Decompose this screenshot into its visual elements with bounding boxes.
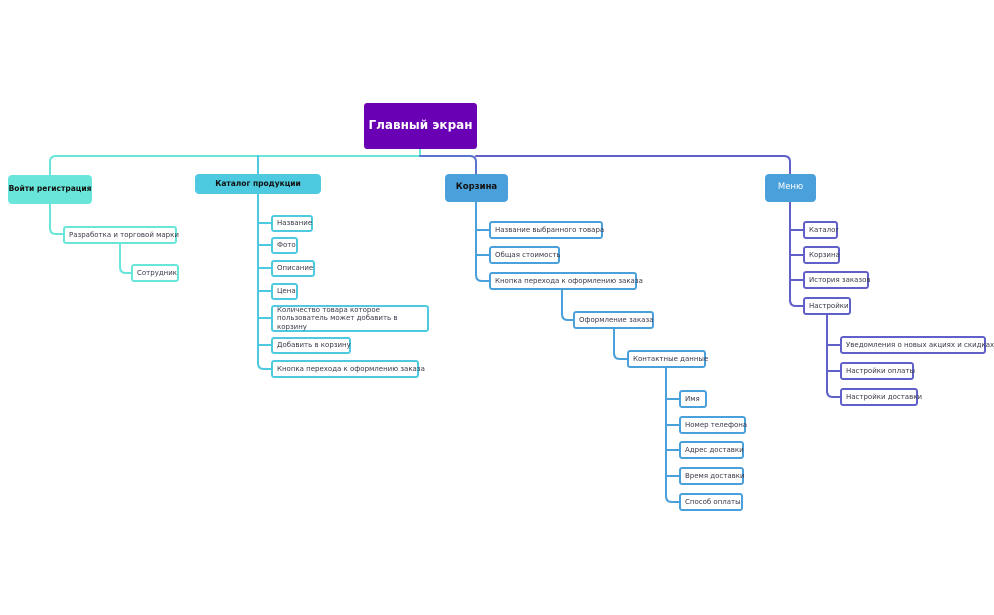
- menu-item-settings[interactable]: Настройки: [803, 297, 851, 315]
- contact-item-phone[interactable]: Номер телефона: [679, 416, 747, 434]
- cart-item-selected-name[interactable]: Название выбранного товара: [489, 221, 604, 239]
- catalog-item-checkout-button[interactable]: Кнопка перехода к оформлению заказа: [271, 360, 425, 378]
- edge-catalog-trunk: [257, 193, 272, 370]
- catalog-item-photo[interactable]: Фото: [271, 237, 298, 254]
- catalog-item-name[interactable]: Название: [271, 215, 313, 232]
- menu-item-cart[interactable]: Корзина: [803, 246, 840, 264]
- edge-login-sub: [119, 243, 132, 274]
- branch-cart[interactable]: Корзина: [445, 174, 508, 202]
- catalog-item-add-to-cart[interactable]: Добавить в корзину: [271, 337, 351, 354]
- catalog-item-description[interactable]: Описание: [271, 260, 315, 277]
- login-item-employee[interactable]: Сотрудник: [131, 264, 179, 282]
- edge-root-to-menu: [475, 155, 791, 175]
- edge-cart-trunk: [475, 201, 490, 282]
- edge-root-to-cart: [419, 155, 477, 175]
- settings-item-notifications[interactable]: Уведомления о новых акциях и скидках: [840, 336, 994, 354]
- edge-login-trunk: [49, 203, 64, 235]
- edge-root-to-login: [49, 148, 421, 176]
- edge-settings-trunk: [826, 314, 841, 398]
- login-item-brand-dev[interactable]: Разработка и торговой марки: [63, 226, 179, 244]
- menu-item-catalog[interactable]: Каталог: [803, 221, 839, 239]
- edge-cart-contacts: [613, 328, 628, 360]
- catalog-item-price[interactable]: Цена: [271, 283, 298, 300]
- cart-contacts[interactable]: Контактные данные: [627, 350, 708, 368]
- contact-item-payment[interactable]: Способ оплаты: [679, 493, 743, 511]
- cart-item-total[interactable]: Общая стоимость: [489, 246, 561, 264]
- cart-item-checkout-button[interactable]: Кнопка перехода к оформлению заказа: [489, 272, 643, 290]
- catalog-item-quantity[interactable]: Количество товара которое пользователь м…: [271, 305, 429, 332]
- root-node-main-screen[interactable]: Главный экран: [364, 103, 477, 149]
- branch-catalog[interactable]: Каталог продукции: [195, 174, 321, 194]
- edge-menu-trunk: [789, 201, 804, 307]
- contact-item-address[interactable]: Адрес доставки: [679, 441, 744, 459]
- branch-login-registration[interactable]: Войти регистрация: [8, 175, 92, 204]
- edge-contacts-trunk: [665, 367, 680, 503]
- contact-item-name[interactable]: Имя: [679, 390, 707, 408]
- contact-item-time[interactable]: Время доставки: [679, 467, 745, 485]
- settings-item-payment[interactable]: Настройки оплаты: [840, 362, 915, 380]
- cart-checkout[interactable]: Оформление заказа: [573, 311, 654, 329]
- settings-item-delivery[interactable]: Настройки доставки: [840, 388, 922, 406]
- menu-item-order-history[interactable]: История заказов: [803, 271, 871, 289]
- branch-menu[interactable]: Меню: [765, 174, 816, 202]
- edge-cart-checkout: [561, 289, 574, 321]
